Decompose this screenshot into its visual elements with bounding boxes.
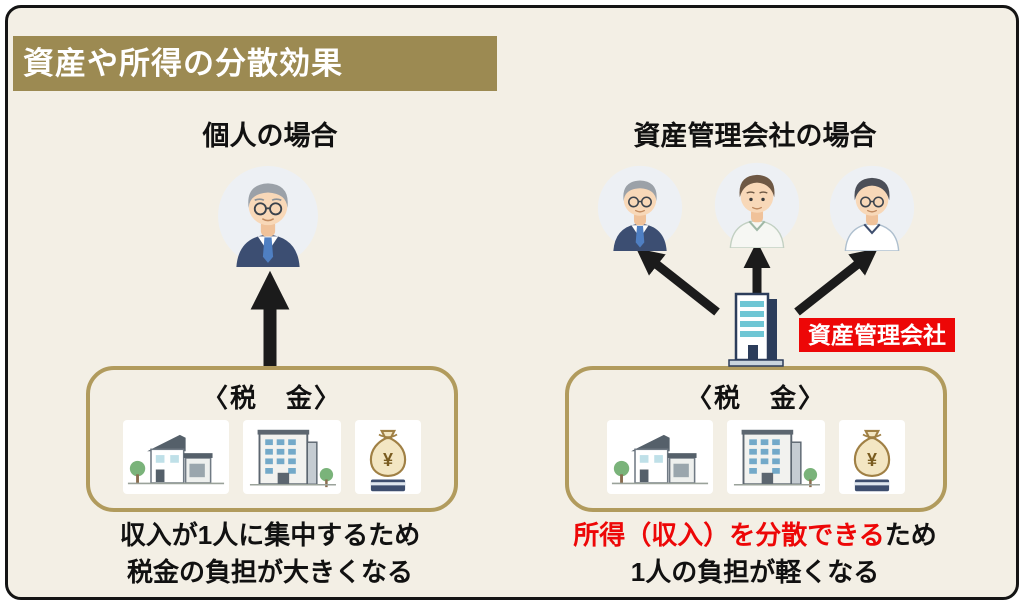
left-caption-line1: 収入が1人に集中するため xyxy=(119,520,421,550)
money-bag-icon: ¥ xyxy=(355,420,421,494)
right-caption-suffix: ため xyxy=(884,520,937,550)
right-caption-line1: 所得（収入）を分散できるため xyxy=(515,517,995,554)
asset-icons-row: ¥ xyxy=(569,420,943,494)
tax-label: 〈税 金〉 xyxy=(685,383,826,413)
senior-man-avatar xyxy=(597,165,683,251)
page-title: 資産や所得の分散効果 xyxy=(23,46,343,81)
up-arrow-individual xyxy=(250,270,290,370)
right-section-heading: 資産管理会社の場合 xyxy=(633,121,877,151)
title-banner: 資産や所得の分散効果 xyxy=(13,36,497,91)
outer-frame xyxy=(5,5,1019,600)
left-section-heading: 個人の場合 xyxy=(202,121,338,151)
left-caption-line2: 税金の負担が大きくなる xyxy=(126,557,413,587)
apartment-building-icon xyxy=(243,420,341,494)
apartment-building-icon xyxy=(727,420,825,494)
yen-symbol: ¥ xyxy=(383,450,393,470)
right-caption: 所得（収入）を分散できるため 1人の負担が軽くなる xyxy=(515,517,995,591)
tax-box-company: 〈税 金〉 xyxy=(565,366,947,512)
senior-man-avatar xyxy=(217,165,319,267)
money-bag-icon: ¥ xyxy=(839,420,905,494)
office-building-icon xyxy=(726,290,786,368)
house-icon xyxy=(123,420,229,494)
right-caption-highlight: 所得（収入）を分散できる xyxy=(573,520,885,550)
tax-box-individual: 〈税 金〉 xyxy=(86,366,458,512)
tax-label: 〈税 金〉 xyxy=(201,383,342,413)
asset-icons-row: ¥ xyxy=(90,420,454,494)
young-man-avatar xyxy=(714,162,800,248)
right-caption-line2: 1人の負担が軽くなる xyxy=(630,557,880,587)
left-caption: 収入が1人に集中するため 税金の負担が大きくなる xyxy=(40,517,500,591)
house-icon xyxy=(607,420,713,494)
glasses-man-avatar xyxy=(829,165,915,251)
yen-symbol: ¥ xyxy=(867,450,877,470)
company-label-badge: 資産管理会社 xyxy=(799,318,955,352)
